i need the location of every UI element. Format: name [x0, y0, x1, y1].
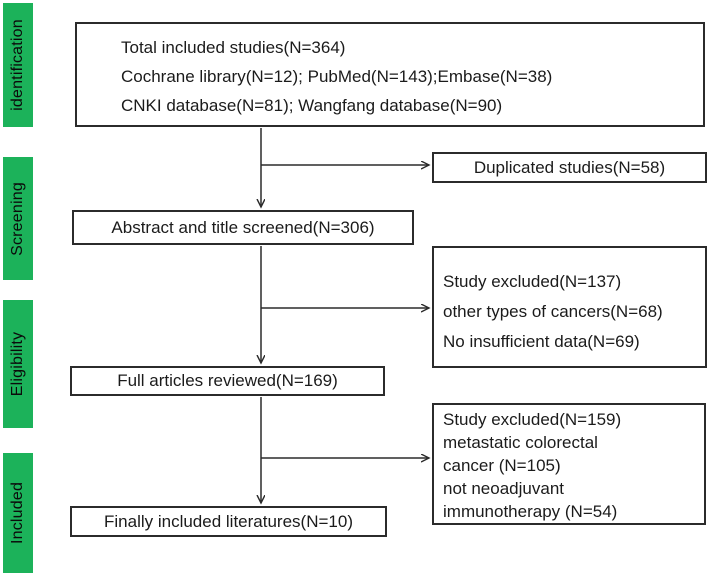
excluded-137-line-1: Study excluded(N=137) [443, 272, 622, 291]
phase-label-identification: identification [3, 3, 33, 127]
duplicated-studies-text: Duplicated studies(N=58) [473, 157, 666, 177]
total-included-line-1: Total included studies(N=364) [121, 38, 346, 57]
finally-included-literatures-text: Finally included literatures(N=10) [104, 511, 353, 531]
box-study-excluded-137: Study excluded(N=137) other types of can… [432, 246, 707, 368]
total-included-line-3: CNKI database(N=81); Wangfang database(N… [121, 96, 503, 115]
excluded-159-line-5: immunotherapy (N=54) [443, 502, 618, 521]
phase-label-screening-text: Screening [9, 181, 27, 256]
abstract-title-screened-text: Abstract and title screened(N=306) [111, 217, 375, 237]
total-included-line-2: Cochrane library(N=12); PubMed(N=143);Em… [121, 67, 553, 86]
box-study-excluded-159: Study excluded(N=159) metastatic colorec… [432, 403, 706, 525]
phase-label-screening: Screening [3, 157, 33, 280]
phase-label-eligibility: Eligibility [3, 300, 33, 428]
box-full-articles-reviewed: Full articles reviewed(N=169) [70, 366, 385, 396]
excluded-159-line-4: not neoadjuvant [443, 479, 564, 498]
full-articles-reviewed-text: Full articles reviewed(N=169) [117, 371, 338, 391]
box-total-included-studies: Total included studies(N=364) Cochrane l… [75, 22, 705, 127]
phase-label-eligibility-text: Eligibility [9, 331, 27, 397]
excluded-159-line-2: metastatic colorectal [443, 433, 598, 452]
excluded-159-line-1: Study excluded(N=159) [443, 410, 622, 429]
excluded-159-line-3: cancer (N=105) [443, 456, 561, 475]
phase-label-included: Included [3, 453, 33, 573]
box-duplicated-studies: Duplicated studies(N=58) [432, 152, 707, 183]
box-finally-included-literatures: Finally included literatures(N=10) [70, 506, 387, 537]
phase-label-included-text: Included [9, 481, 26, 545]
excluded-137-line-2: other types of cancers(N=68) [443, 302, 663, 321]
phase-label-identification-text: identification [9, 19, 26, 111]
excluded-137-line-3: No insufficient data(N=69) [443, 332, 640, 351]
box-abstract-title-screened: Abstract and title screened(N=306) [72, 210, 414, 245]
